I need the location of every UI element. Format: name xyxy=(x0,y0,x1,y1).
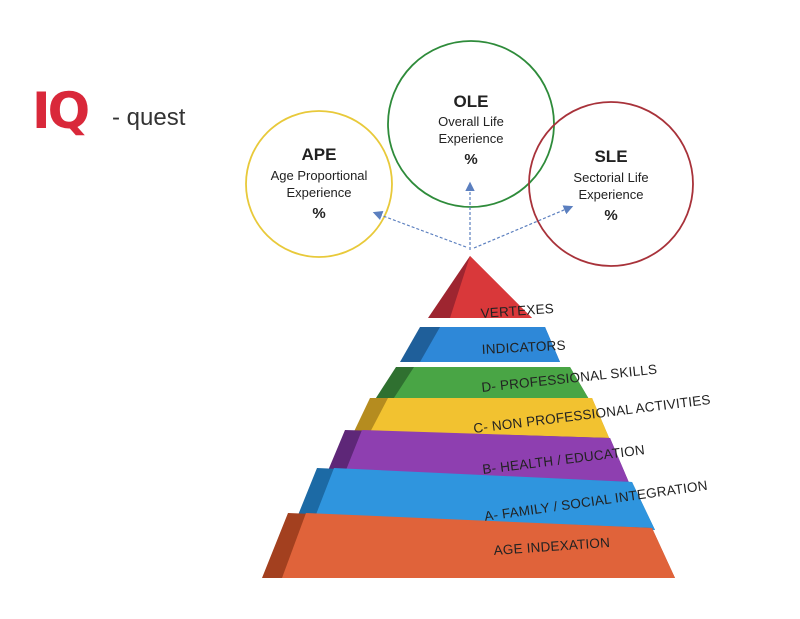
circle-ape-percent: % xyxy=(312,205,325,222)
circle-ole-line1: Overall Life xyxy=(438,114,504,129)
tier-vertexes-label: VERTEXES xyxy=(480,301,554,321)
arrow-to-sle xyxy=(473,205,574,249)
circle-sle: SLE Sectorial Life Experience % xyxy=(528,101,694,267)
circle-ole-title: OLE xyxy=(454,92,489,111)
circle-ape-line1: Age Proportional xyxy=(271,168,368,183)
tier-vertexes-face xyxy=(450,256,532,318)
tier-indicators: INDICATORS xyxy=(400,327,566,362)
circle-sle-ring xyxy=(528,101,694,267)
circle-ole-percent: % xyxy=(464,151,477,168)
logo-suffix: - quest xyxy=(112,104,186,131)
circle-ape-line2: Experience xyxy=(286,185,351,200)
circle-ole: OLE Overall Life Experience % xyxy=(387,40,555,208)
circle-sle-line1: Sectorial Life xyxy=(573,170,648,185)
circle-sle-line2: Experience xyxy=(578,187,643,202)
tier-professional-skills-face xyxy=(392,367,590,401)
tier-age-indexation-face xyxy=(282,513,675,578)
tier-health-education-face xyxy=(340,430,630,485)
tier-age-indexation: AGE INDEXATION xyxy=(262,513,675,578)
tier-vertexes: VERTEXES xyxy=(428,256,554,321)
logo-mark: IQ xyxy=(32,82,88,140)
circle-ole-line2: Experience xyxy=(438,131,503,146)
arrow-to-ape xyxy=(372,211,467,248)
apex-arrows xyxy=(372,181,574,250)
pyramid: VERTEXES INDICATORS D- PROFESSIONAL SKIL… xyxy=(262,256,711,578)
circle-ape-ring xyxy=(245,110,393,258)
tier-non-professional-face xyxy=(366,398,610,440)
circle-ape: APE Age Proportional Experience % xyxy=(245,110,393,258)
circle-ape-title: APE xyxy=(302,145,337,164)
tier-indicators-face xyxy=(420,327,560,362)
circle-sle-title: SLE xyxy=(594,147,627,166)
circle-sle-percent: % xyxy=(604,207,617,224)
logo: IQ - quest xyxy=(32,82,186,140)
tier-professional-skills: D- PROFESSIONAL SKILLS xyxy=(374,362,658,401)
tier-indicators-label: INDICATORS xyxy=(481,338,566,357)
tier-non-professional: C- NON PROFESSIONAL ACTIVITIES xyxy=(350,392,711,440)
tier-family-social-face xyxy=(310,468,655,530)
